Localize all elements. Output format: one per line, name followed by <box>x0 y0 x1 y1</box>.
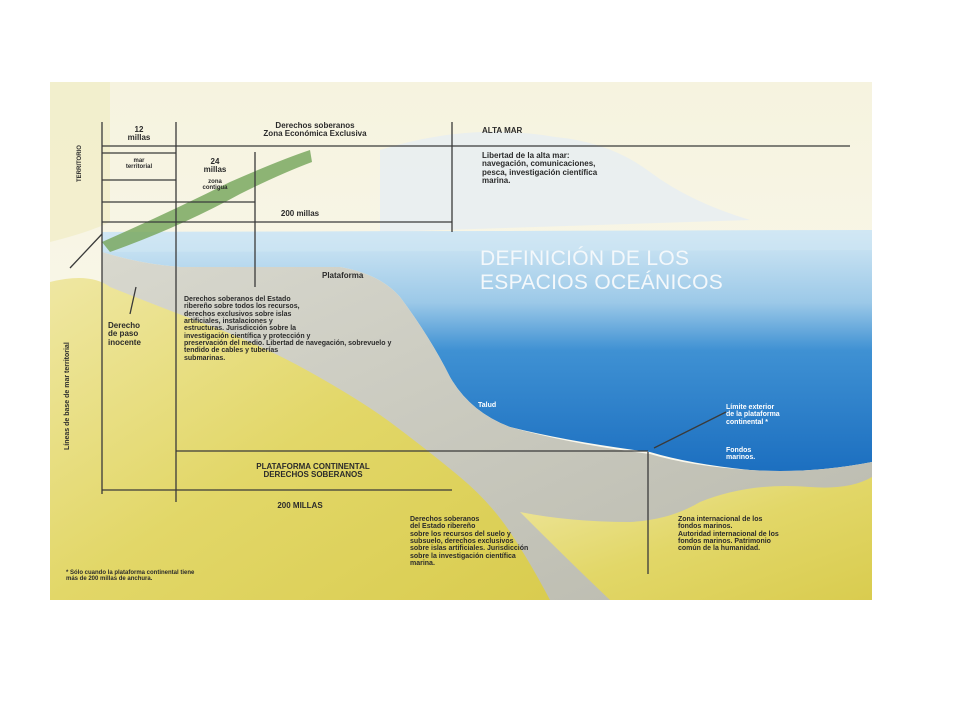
derechos-subsuelo-text: Derechos soberanos del Estado ribereño s… <box>410 516 529 568</box>
diagram-illustration <box>50 82 872 600</box>
pointer-limite <box>653 411 727 449</box>
zona-internacional-text: Zona internacional de los fondos marinos… <box>678 516 779 553</box>
land-deep <box>520 477 872 600</box>
derecho-paso-label: Derecho de paso inocente <box>108 321 141 347</box>
talud-label: Talud <box>478 402 497 409</box>
distant-mountain <box>380 131 750 232</box>
derechos-zee-label: Derechos soberanos Zona Económica Exclus… <box>263 121 367 139</box>
reference-lines <box>69 122 850 574</box>
millas-200-label: 200 millas <box>280 209 320 218</box>
millas-200-caps-label: 200 MILLAS <box>277 501 323 510</box>
territorio-label: TERRITORIO <box>77 145 83 182</box>
sea <box>102 230 872 471</box>
diagram-title: DEFINICIÓN DE LOS ESPACIOS OCEÁNICOS <box>480 247 724 295</box>
derechos-plataforma-text: Derechos soberanos del Estado ribereño s… <box>184 296 392 362</box>
sea-surface-band <box>102 230 872 252</box>
mar-territorial-label: mar territorial <box>125 158 153 171</box>
lineas-base-label: Líneas de base de mar territorial <box>64 342 71 450</box>
pointer-derecho-paso <box>129 286 137 315</box>
land-top-left <box>50 82 110 242</box>
millas-24-label: 24 millas <box>203 157 227 175</box>
plataforma-continental-label: PLATAFORMA CONTINENTAL DERECHOS SOBERANO… <box>256 462 370 480</box>
libertad-alta-mar-text: Libertad de la alta mar: navegación, com… <box>482 151 598 186</box>
land-mass <box>50 278 550 600</box>
pointer-lineas-base <box>69 233 103 269</box>
territorial-sea-green <box>102 150 312 252</box>
ocean-spaces-diagram: DEFINICIÓN DE LOS ESPACIOS OCEÁNICOS TER… <box>50 82 872 600</box>
zona-contigua-label: zona contigua <box>202 179 228 192</box>
plataforma-label: Plataforma <box>322 271 364 280</box>
fondos-marinos-label: Fondos marinos. <box>726 447 756 462</box>
limite-exterior-label: Límite exterior de la plataforma contine… <box>726 404 780 426</box>
alta-mar-label: ALTA MAR <box>482 126 523 135</box>
millas-12-label: 12 millas <box>127 125 151 143</box>
footnote-text: * Sólo cuando la plataforma continental … <box>66 570 195 583</box>
